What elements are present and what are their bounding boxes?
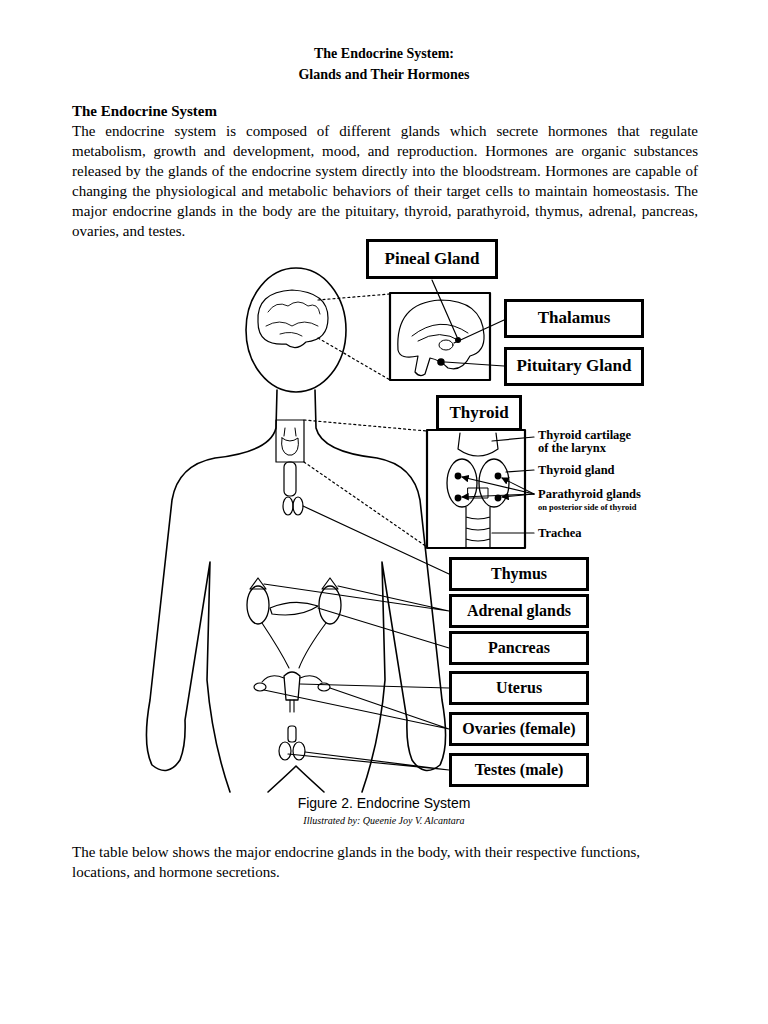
part-label: Trachea: [538, 526, 582, 540]
gland-box: Pancreas: [450, 632, 588, 664]
gland-box: Adrenal glands: [450, 595, 588, 627]
gland-name: Pituitary Gland: [517, 357, 632, 376]
leader-arrow: [462, 477, 534, 494]
gland-box: Testes (male): [450, 754, 588, 786]
dotted-guide: [304, 420, 427, 547]
gland-name: Adrenal glands: [467, 602, 571, 620]
brain-folds: [266, 302, 320, 336]
body-outline-left: [146, 390, 277, 792]
part-label: Thyroid gland: [538, 463, 615, 477]
leader-arrow: [502, 494, 534, 497]
ureter-sketch: [262, 623, 326, 668]
leader-line: [288, 752, 449, 770]
trachea-mini: [284, 462, 296, 496]
leader-line: [318, 608, 449, 648]
leader-line: [492, 532, 534, 533]
leg-outline: [268, 766, 324, 792]
part-label: Parathyroid glands: [538, 487, 641, 501]
leader-line: [300, 684, 449, 688]
body-paragraph: The endocrine system is composed of diff…: [72, 121, 698, 241]
leader-line: [264, 584, 449, 611]
testis-sketch: [293, 742, 305, 760]
gland-name: Pancreas: [488, 639, 550, 657]
gland-box: Uterus: [450, 672, 588, 704]
brain-inset: [390, 293, 490, 380]
thyroid-mini: [282, 428, 299, 455]
adrenal-sketch: [250, 578, 338, 589]
leader-arrow: [502, 478, 534, 494]
thyroid-inset: [427, 430, 525, 548]
thymus-sketch: [293, 497, 303, 515]
thymus-sketch: [283, 497, 293, 515]
dotted-guide: [318, 294, 390, 380]
gland-name: Thyroid: [449, 404, 508, 423]
thyroid-lobe: [479, 459, 509, 507]
gland-name: Ovaries (female): [462, 720, 575, 738]
page-title: The Endocrine System: Glands and Their H…: [295, 43, 473, 85]
gland-box: Thalamus: [505, 300, 643, 337]
parathyroid-dot: [455, 473, 460, 478]
parathyroid-dot: [455, 495, 460, 500]
penis-sketch: [288, 726, 296, 742]
part-label: Thyroid cartilage of the larynx: [538, 429, 638, 455]
leader-line: [432, 280, 457, 337]
leader-line: [506, 470, 534, 472]
body-paragraph: The table below shows the major endocrin…: [72, 842, 698, 882]
gland-name: Thymus: [491, 565, 547, 583]
credit-line: Illustrated by: Queenie Joy V. Alcantara: [234, 814, 534, 827]
leader-line: [492, 437, 534, 441]
part-note: on posterior side of thyroid: [538, 502, 636, 512]
leader-line: [445, 362, 504, 366]
thyroid-lobe: [447, 459, 477, 507]
leader-line: [303, 506, 449, 574]
gland-box: Thymus: [450, 558, 588, 590]
gland-name: Testes (male): [475, 761, 564, 779]
thalamus-sketch: [439, 340, 453, 350]
gland-box: Pituitary Gland: [505, 348, 643, 385]
gland-name: Pineal Gland: [385, 250, 480, 269]
leader-line: [454, 320, 504, 343]
head-outline: [246, 268, 346, 392]
gland-name: Uterus: [496, 679, 542, 697]
section-heading: The Endocrine System: [72, 101, 217, 121]
parathyroid-dot: [495, 495, 500, 500]
pancreas-sketch: [270, 602, 318, 615]
gland-box: Ovaries (female): [450, 713, 588, 745]
kidney-sketch: [319, 586, 341, 624]
testis-sketch: [279, 742, 291, 760]
cartilage-sketch: [458, 433, 498, 456]
pituitary-dot: [438, 359, 444, 365]
brain-sketch: [258, 290, 328, 348]
figure-caption: Figure 2. Endocrine System: [234, 794, 534, 812]
trachea-sketch: [466, 507, 490, 547]
parathyroid-dot: [495, 473, 500, 478]
tube-sketch: [262, 676, 322, 712]
kidney-sketch: [247, 586, 269, 624]
gland-name: Thalamus: [538, 309, 611, 328]
leader-line: [264, 688, 449, 729]
gland-box: Pineal Gland: [367, 240, 497, 278]
thyroid-frame: [276, 420, 304, 462]
gland-box: Thyroid: [437, 396, 521, 430]
leader-arrow: [462, 494, 534, 497]
